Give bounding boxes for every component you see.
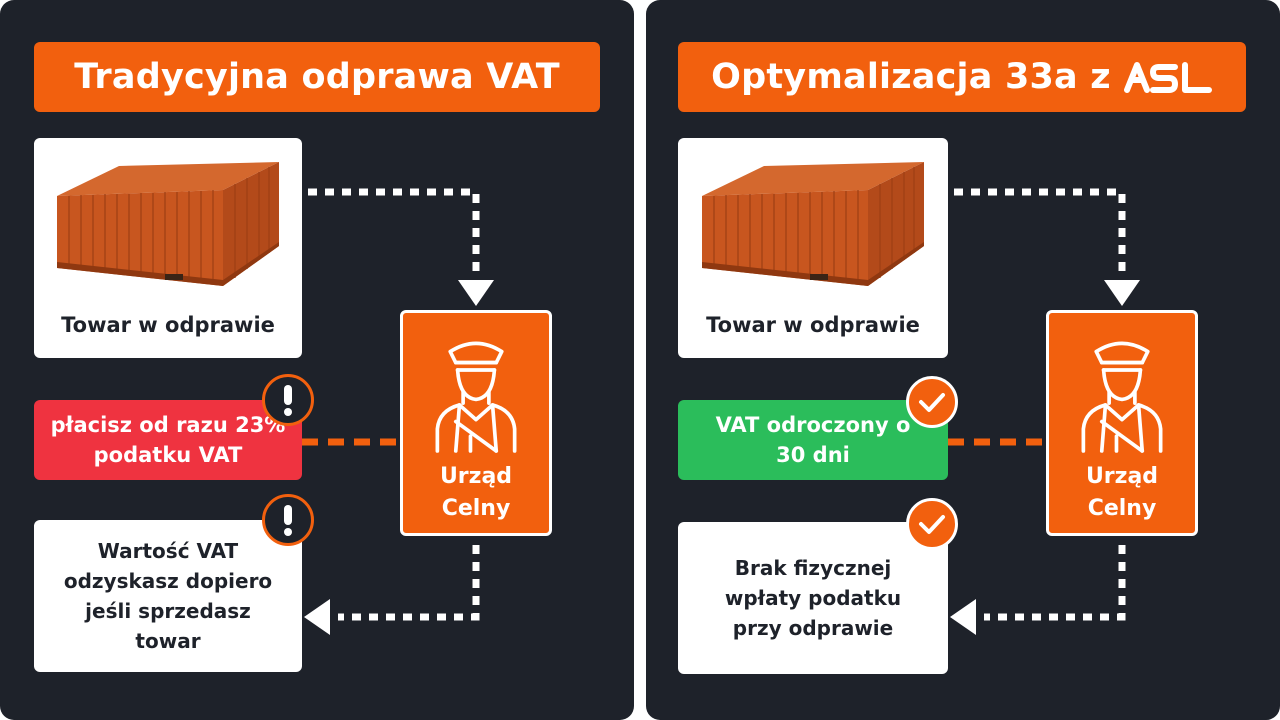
dotted-connector-top (308, 188, 480, 272)
checkmark-icon (906, 498, 958, 550)
customs-label: Urząd Celny (1085, 464, 1159, 521)
dotted-connector-bottom (338, 545, 480, 621)
dotted-connector-top (954, 188, 1126, 272)
optimized-panel: Optymalizacja 33a z Towar w odprawie Urz… (646, 0, 1280, 720)
traditional-title: Tradycyjna odprawa VAT (34, 42, 600, 112)
exclamation-icon (262, 494, 314, 546)
optimized-title: Optymalizacja 33a z (678, 42, 1246, 112)
arrow-down-icon (458, 280, 494, 306)
goods-card: Towar w odprawie (34, 138, 302, 358)
goods-label: Towar w odprawie (706, 313, 920, 337)
traditional-title-text: Tradycyjna odprawa VAT (74, 57, 560, 97)
customs-label: Urząd Celny (439, 464, 513, 521)
vat-recovery-text: Wartość VAT odzyskasz dopiero jeśli sprz… (63, 539, 273, 653)
arrow-left-icon (304, 599, 330, 635)
deferred-vat-text: VAT odroczony o 30 dni (715, 413, 911, 467)
asl-logo (1123, 61, 1213, 93)
checkmark-icon (906, 376, 958, 428)
vat-recovery-info: Wartość VAT odzyskasz dopiero jeśli sprz… (34, 520, 302, 672)
traditional-panel: Tradycyjna odprawa VAT Towar w odprawie … (0, 0, 634, 720)
goods-card: Towar w odprawie (678, 138, 948, 358)
optimized-title-text: Optymalizacja 33a z (711, 57, 1111, 97)
customs-officer-icon (430, 333, 522, 453)
shipping-container-icon (55, 156, 281, 296)
asl-logo-mark (1123, 61, 1213, 93)
immediate-vat-status: płacisz od razu 23% podatku VAT (34, 400, 302, 480)
arrow-left-icon (950, 599, 976, 635)
no-payment-info: Brak fizycznej wpłaty podatku przy odpra… (678, 522, 948, 674)
customs-office-box: Urząd Celny (400, 310, 552, 536)
deferred-vat-status: VAT odroczony o 30 dni (678, 400, 948, 480)
customs-officer-icon (1076, 333, 1168, 453)
customs-office-box: Urząd Celny (1046, 310, 1198, 536)
goods-label: Towar w odprawie (61, 313, 275, 337)
exclamation-icon (262, 374, 314, 426)
immediate-vat-text: płacisz od razu 23% podatku VAT (50, 413, 286, 467)
arrow-down-icon (1104, 280, 1140, 306)
dotted-connector-bottom (984, 545, 1126, 621)
shipping-container-icon (700, 156, 926, 296)
no-payment-text: Brak fizycznej wpłaty podatku przy odpra… (724, 556, 902, 640)
